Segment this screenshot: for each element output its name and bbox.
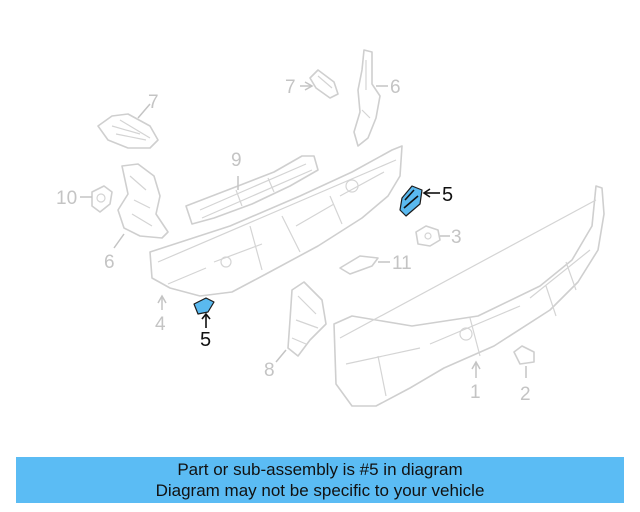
callout-label-7-left: 7 [148, 92, 159, 113]
callout-label-8: 8 [264, 360, 275, 381]
part-7-top [300, 69, 339, 99]
callout-label-7-top: 7 [285, 77, 296, 98]
callout-label-1: 1 [470, 382, 481, 403]
callout-label-11: 11 [392, 253, 412, 274]
callout-label-6-top: 6 [390, 77, 401, 98]
part-10 [80, 185, 113, 213]
part-2 [513, 345, 535, 378]
part-9 [185, 155, 319, 225]
callout-label-3: 3 [451, 227, 462, 248]
part-5-lower [193, 297, 215, 328]
part-7-left [97, 103, 159, 149]
callout-label-5-lower: 5 [200, 329, 211, 351]
parts-diagram: 1 2 3 4 5 5 6 6 7 7 8 9 10 11 [56, 49, 605, 407]
part-6-top [353, 49, 388, 147]
banner-line-part-number: Part or sub-assembly is #5 in diagram [177, 460, 463, 479]
callout-label-4: 4 [155, 314, 166, 335]
part-6-left [113, 163, 169, 249]
callout-label-10: 10 [56, 188, 77, 209]
callout-label-9: 9 [231, 150, 242, 171]
callout-label-6-left: 6 [104, 252, 115, 273]
part-8 [275, 281, 327, 363]
part-11 [339, 255, 390, 275]
part-4 [149, 145, 403, 310]
info-banner: Part or sub-assembly is #5 in diagram Di… [16, 457, 624, 503]
part-3 [415, 225, 450, 247]
part-1 [333, 185, 605, 407]
part-5-upper [399, 185, 440, 217]
callout-label-2: 2 [520, 384, 531, 405]
banner-line-disclaimer: Diagram may not be specific to your vehi… [155, 481, 485, 500]
callout-label-5-upper: 5 [442, 184, 453, 206]
